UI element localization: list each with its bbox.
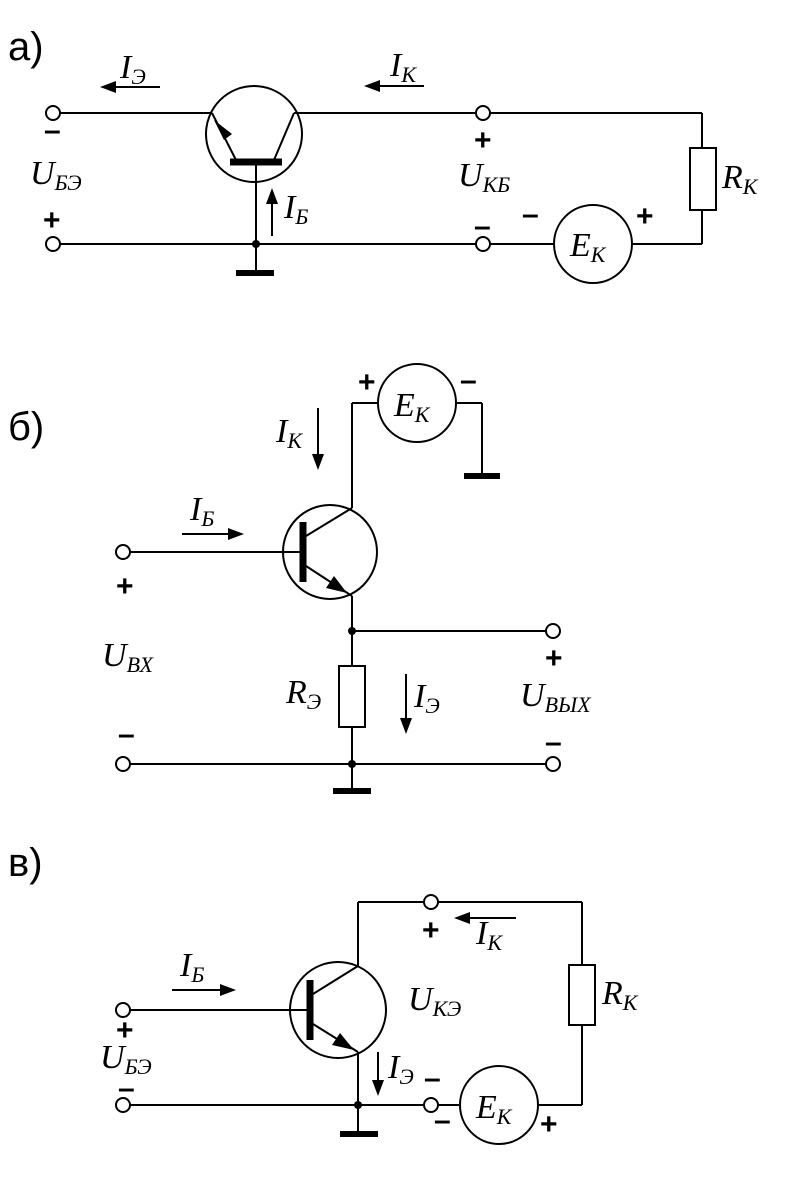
resistor-re [338,665,366,728]
label-ukb: UКБ [458,157,510,197]
panel-b-letter: б) [8,405,44,449]
sign-minus-collector-base: – [474,210,491,243]
terminal-base [45,236,61,252]
terminal-base [115,1002,131,1018]
label-re: RЭ [285,674,321,714]
junction-dot [354,1101,362,1109]
label-ib: IБ [189,491,214,531]
panel-a: а) [8,25,759,284]
panel-b: б) [8,363,592,794]
emitter-arrow [214,120,232,140]
sign-plus-base: + [43,204,61,237]
sign-minus-terminal: – [424,1062,441,1095]
terminal-collector-emitter [423,1097,439,1113]
source-ek [377,363,457,443]
label-ie: IЭ [387,1049,414,1089]
label-ib: IБ [283,189,308,229]
sign-plus-collector: + [422,914,440,947]
label-ube: UБЭ [100,1039,152,1079]
label-uke: UКЭ [408,981,461,1021]
sign-minus-emitter: – [118,1072,135,1105]
label-ie: IЭ [119,49,146,89]
label-ie: IЭ [413,678,440,718]
sign-plus-ek: + [358,366,376,399]
junction-dot-output [348,627,356,635]
label-rk: RК [601,975,639,1015]
terminal-output [545,623,561,639]
sign-minus-input: – [118,718,135,751]
label-ube: UБЭ [30,155,82,195]
sign-plus-base: + [116,1014,134,1047]
terminal-collector [475,105,491,121]
resistor-rk [689,147,717,211]
sign-minus-output: – [545,726,562,759]
label-ik: IК [275,413,303,453]
label-uin: UВХ [102,637,154,677]
label-uout: UВЫХ [520,677,592,717]
terminal-emitter [115,1097,131,1113]
terminal-collector-base [475,236,491,252]
panel-c: в) [8,841,639,1145]
panel-a-letter: а) [8,25,44,69]
sign-minus-ek: – [522,198,539,231]
terminal-collector [423,894,439,910]
panel-c-letter: в) [8,841,43,885]
emitter-arrow [326,576,347,593]
sign-plus-collector: + [474,124,492,157]
label-ib: IБ [179,947,204,987]
label-ek: EК [569,227,607,267]
sign-minus-emitter: – [44,114,61,147]
junction-dot-common [348,760,356,768]
sign-plus-ek: + [636,200,654,233]
label-ik: IК [475,915,503,955]
sign-plus-output: + [545,642,563,675]
junction-dot [252,240,260,248]
label-rk: RК [721,159,759,199]
label-ik: IК [389,47,417,87]
label-ek: EК [475,1089,513,1129]
terminal-emitter [45,105,61,121]
sign-minus-ek: – [460,364,477,397]
transistor-c [289,961,387,1059]
sign-plus-ek: + [540,1108,558,1141]
emitter-arrow [332,1033,354,1050]
sign-plus-input: + [116,570,134,603]
transistor-a [205,85,303,183]
label-ek: EК [393,387,431,427]
source-ek [459,1065,539,1145]
resistor-rk [568,964,596,1026]
terminal-output-common [545,756,561,772]
source-ek [553,204,633,284]
terminal-input-common [115,756,131,772]
sign-minus-ek: – [434,1104,451,1137]
terminal-input [115,544,131,560]
transistor-b [282,504,378,600]
